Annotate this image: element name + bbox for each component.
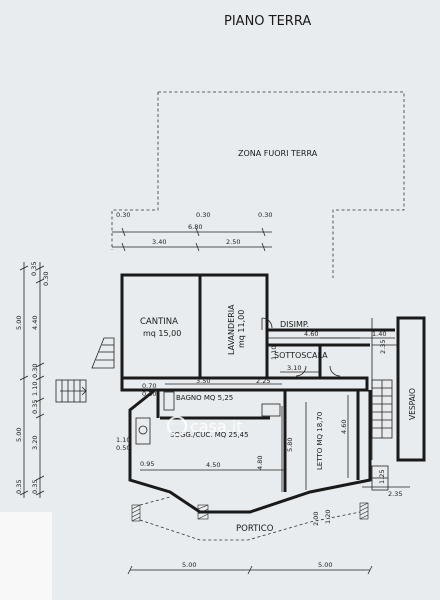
dim-int-11: 0.95 [140, 460, 154, 468]
dim-left-6: 0.35 [31, 400, 39, 414]
dim-bottom-0: 5.00 [182, 561, 196, 569]
dim-int-2: 1.10 [270, 346, 278, 360]
zona-fuori-terra-outline [111, 92, 159, 250]
lavanderia-name: LAVANDERIA [227, 304, 236, 355]
dim-top-1: 0.30 [196, 211, 210, 219]
lavanderia-area: mq 11,00 [237, 310, 246, 348]
dim-int-0: 4.60 [304, 330, 318, 338]
dim-left-9: 0.35 [31, 480, 39, 494]
dim-int-16: 1.25 [378, 470, 386, 484]
portico-label: PORTICO [236, 524, 274, 534]
dim-int-13: 4.80 [256, 456, 264, 470]
dim-int-1: 1.40 [372, 330, 386, 338]
dim-top-4: 2.50 [226, 238, 240, 246]
portico-columns [131, 502, 369, 522]
dim-int-9: 1.10 [116, 436, 130, 444]
dim-top-3: 3.40 [152, 238, 166, 246]
vespaio-label: VESPAIO [408, 388, 417, 420]
dim-int-6: 0.30 [142, 390, 156, 398]
disimp-label: DISIMP. [280, 320, 309, 329]
dim-int-10: 0.50 [116, 444, 130, 452]
entrance-steps [55, 379, 87, 403]
dim-int-19: 1.20 [324, 510, 332, 524]
dim-top-0: 0.30 [116, 211, 130, 219]
right-stairs [371, 379, 393, 439]
doors [135, 317, 341, 445]
cantina-name: CANTINA [140, 317, 178, 327]
dim-left-0: 0.30 [42, 272, 50, 286]
dim-int-18: 2.00 [312, 512, 320, 526]
dim-int-17: 2.35 [388, 490, 402, 498]
watermark-text: casa.it [190, 417, 243, 436]
watermark: casa.it [167, 416, 243, 436]
building-walls [120, 273, 395, 514]
dim-left-1: 0.35 [30, 262, 38, 276]
bagno-label: BAGNO MQ 5,25 [176, 394, 233, 402]
dim-top-2: 0.30 [258, 211, 272, 219]
dim-left-3: 5.00 [15, 316, 23, 330]
dim-int-7: 3.50 [196, 377, 210, 385]
letto-label: LETTO MQ 18,70 [316, 412, 324, 470]
dim-int-12: 4.50 [206, 461, 220, 469]
sottoscala-label: SOTTOSCALA [274, 351, 328, 360]
dim-bottom-1: 5.00 [318, 561, 332, 569]
zona-fuori-terra-label: ZONA FUORI TERRA [238, 149, 318, 158]
plan-title: PIANO TERRA [224, 14, 311, 29]
dim-int-14: 5.80 [286, 438, 294, 452]
dim-int-5: 0.70 [142, 382, 156, 390]
dim-left-2: 4.40 [31, 316, 39, 330]
dim-int-8: 2.25 [256, 377, 270, 385]
dim-top-total: 6.80 [188, 223, 202, 231]
dim-left-5: 1.10 [31, 382, 39, 396]
dim-int-3: 2.35 [379, 340, 387, 354]
dim-left-7: 3.20 [31, 436, 39, 450]
soggiorno-label: SOGG./CUC. MQ 25,45 [170, 431, 249, 439]
paper-corner [0, 512, 52, 600]
dim-left-8: 5.00 [15, 428, 23, 442]
dim-left-10: 0.35 [15, 480, 23, 494]
dim-int-15: 4.60 [340, 420, 348, 434]
dim-left-4: 0.30 [31, 364, 39, 378]
cantina-area: mq 15,00 [143, 329, 181, 338]
dim-int-4: 3.10 [287, 364, 301, 372]
